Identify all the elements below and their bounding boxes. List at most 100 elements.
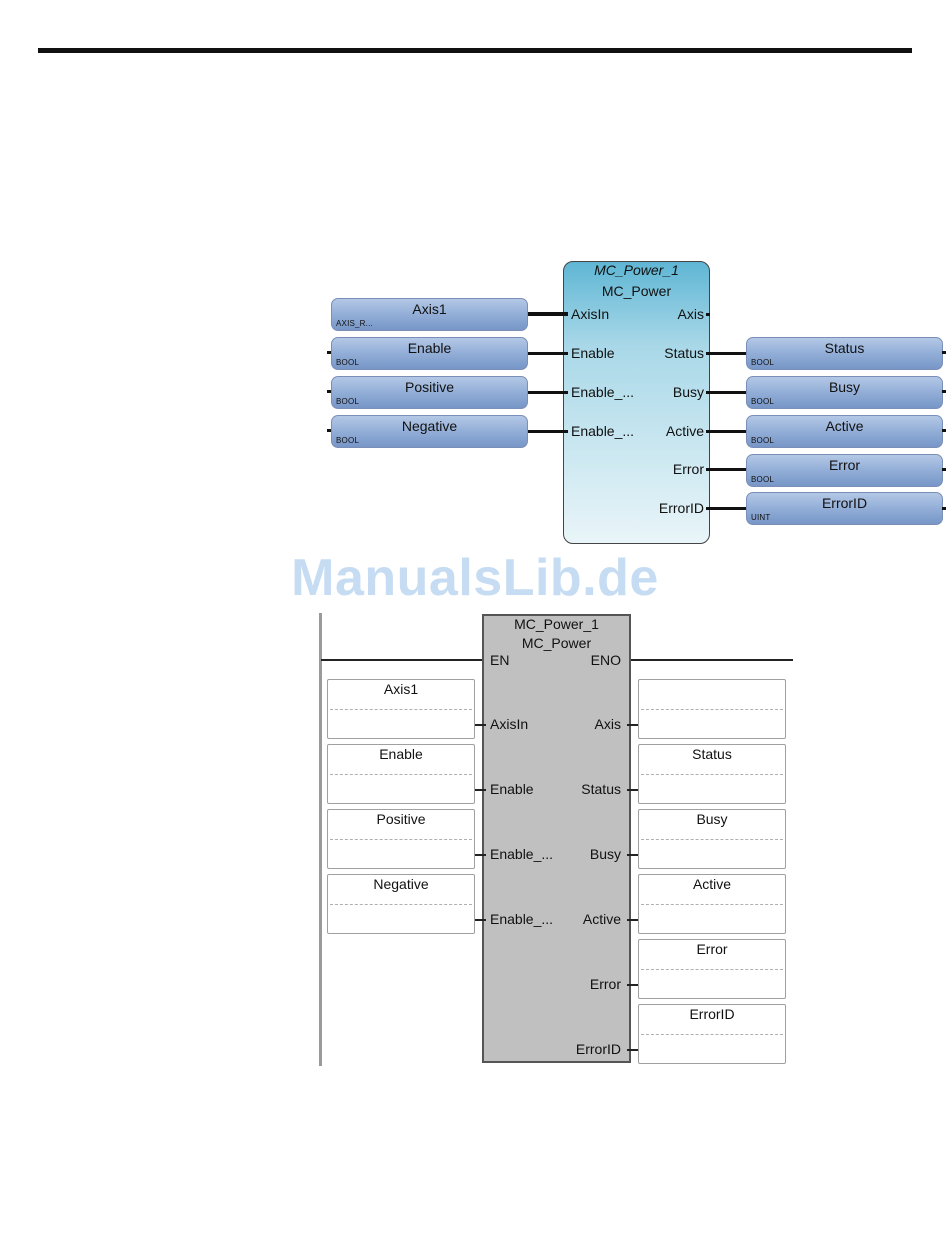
ld-pin-enable: Enable — [490, 781, 534, 797]
variable-name: Busy — [828, 379, 861, 395]
fbd-pin-status: Status — [664, 345, 704, 361]
watermark: ManualsLib.de — [291, 549, 659, 607]
fbd-input-variable[interactable]: Axis1 AXIS_R... — [331, 298, 528, 331]
fbd-wire — [706, 468, 747, 471]
ld-en-wire — [321, 659, 482, 661]
variable-name: Error — [696, 941, 728, 957]
variable-type: BOOL — [751, 397, 775, 406]
ld-function-block[interactable] — [482, 614, 631, 1063]
ld-pin-wire — [474, 854, 486, 856]
fbd-pin-busy: Busy — [672, 384, 704, 400]
variable-name: Positive — [376, 811, 426, 827]
variable-name: Negative — [401, 418, 458, 434]
ld-pin-axis: Axis — [594, 716, 621, 732]
power-rail — [319, 613, 322, 1066]
ld-pin-enable-negative: Enable_... — [490, 911, 554, 927]
fbd-pin-active: Active — [665, 423, 704, 439]
ld-pin-error: Error — [589, 976, 621, 992]
ld-pin-wire — [474, 724, 486, 726]
ld-pin-axisin: AxisIn — [490, 716, 529, 732]
ld-pin-wire — [627, 984, 639, 986]
ld-pin-en: EN — [490, 652, 510, 668]
variable-name: Active — [825, 418, 864, 434]
ld-output-variable[interactable]: Active — [638, 874, 786, 934]
pin-stub — [942, 507, 946, 510]
fbd-pin-enable: Enable — [571, 345, 615, 361]
ld-input-variable[interactable]: Enable — [327, 744, 475, 804]
pin-stub — [942, 468, 946, 471]
variable-type: BOOL — [751, 436, 775, 445]
pin-stub — [327, 390, 331, 393]
fbd-wire — [706, 352, 747, 355]
fbd-pin-error: Error — [672, 461, 704, 477]
pin-stub — [327, 351, 331, 354]
variable-type: BOOL — [751, 475, 775, 484]
fbd-wire — [706, 507, 747, 510]
fbd-output-variable[interactable]: Busy BOOL — [746, 376, 943, 409]
fbd-input-variable[interactable]: Positive BOOL — [331, 376, 528, 409]
ld-pin-wire — [627, 1049, 639, 1051]
fbd-wire — [528, 430, 568, 433]
fbd-pin-axis: Axis — [677, 306, 704, 322]
variable-name: Enable — [407, 340, 452, 356]
ld-pin-wire — [474, 919, 486, 921]
variable-name: Enable — [379, 746, 423, 762]
variable-name: ErrorID — [821, 495, 868, 511]
variable-name: Busy — [696, 811, 728, 827]
variable-name: Positive — [404, 379, 455, 395]
ld-pin-enable-positive: Enable_... — [490, 846, 554, 862]
variable-name: ErrorID — [689, 1006, 735, 1022]
top-rule — [38, 48, 912, 53]
fbd-output-variable[interactable]: Error BOOL — [746, 454, 943, 487]
ld-output-variable[interactable]: Busy — [638, 809, 786, 869]
fbd-pin-axisin: AxisIn — [571, 306, 610, 322]
variable-type: BOOL — [336, 436, 360, 445]
fbd-wire — [706, 430, 747, 433]
ld-pin-wire — [627, 724, 639, 726]
fbd-wire — [528, 352, 568, 355]
variable-type: BOOL — [336, 358, 360, 367]
ld-output-variable[interactable]: ErrorID — [638, 1004, 786, 1064]
fbd-function-block[interactable] — [563, 261, 710, 544]
fbd-pin-enable-negative: Enable_... — [571, 423, 635, 439]
variable-name: Error — [828, 457, 861, 473]
ld-type-name: MC_Power — [521, 635, 592, 651]
variable-type: UINT — [751, 513, 771, 522]
fbd-output-variable[interactable]: ErrorID UINT — [746, 492, 943, 525]
ld-pin-errorid: ErrorID — [575, 1041, 621, 1057]
ld-pin-wire — [627, 919, 639, 921]
fbd-wire — [528, 391, 568, 394]
ld-pin-status: Status — [581, 781, 621, 797]
fbd-instance-name: MC_Power_1 — [594, 262, 679, 278]
ld-input-variable[interactable]: Positive — [327, 809, 475, 869]
variable-name: Axis1 — [383, 681, 419, 697]
fbd-input-variable[interactable]: Negative BOOL — [331, 415, 528, 448]
ld-pin-active: Active — [582, 911, 621, 927]
fbd-wire — [528, 312, 568, 316]
ld-instance-name: MC_Power_1 — [514, 616, 599, 632]
ld-output-variable[interactable] — [638, 679, 786, 739]
fbd-pin-errorid: ErrorID — [658, 500, 704, 516]
variable-name: Axis1 — [412, 301, 447, 317]
variable-name: Status — [692, 746, 732, 762]
fbd-output-variable[interactable]: Status BOOL — [746, 337, 943, 370]
ld-input-variable[interactable]: Negative — [327, 874, 475, 934]
ld-eno-wire — [631, 659, 793, 661]
fbd-type-name: MC_Power — [601, 283, 672, 299]
variable-name: Status — [824, 340, 865, 356]
variable-type: BOOL — [336, 397, 360, 406]
ld-pin-wire — [627, 789, 639, 791]
pin-stub — [706, 313, 710, 316]
fbd-input-variable[interactable]: Enable BOOL — [331, 337, 528, 370]
fbd-output-variable[interactable]: Active BOOL — [746, 415, 943, 448]
variable-name: Active — [692, 876, 732, 892]
ld-output-variable[interactable]: Status — [638, 744, 786, 804]
ld-output-variable[interactable]: Error — [638, 939, 786, 999]
variable-type: BOOL — [751, 358, 775, 367]
variable-type: AXIS_R... — [336, 319, 373, 328]
ld-pin-wire — [627, 854, 639, 856]
fbd-pin-enable-positive: Enable_... — [571, 384, 635, 400]
variable-name: Negative — [373, 876, 429, 892]
ld-pin-busy: Busy — [589, 846, 621, 862]
ld-input-variable[interactable]: Axis1 — [327, 679, 475, 739]
